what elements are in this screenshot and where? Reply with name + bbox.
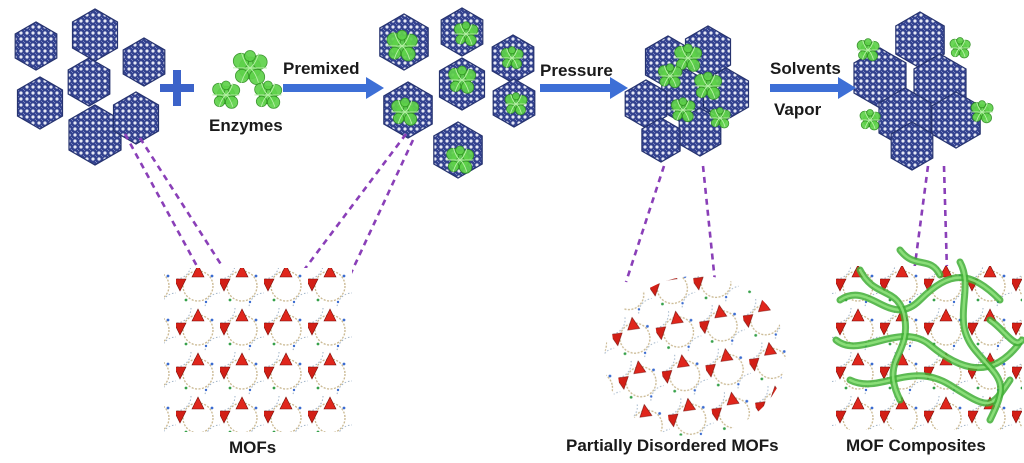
enzyme-clusters bbox=[212, 21, 994, 174]
zoom-dashed-line bbox=[123, 133, 200, 269]
label-vapor: Vapor bbox=[774, 100, 822, 119]
zoom-dashed-line bbox=[624, 165, 666, 283]
enzyme-cluster bbox=[657, 63, 683, 89]
pressure-arrow bbox=[540, 77, 628, 99]
process-arrows bbox=[283, 77, 856, 99]
zoom-dashed-lines bbox=[123, 133, 949, 287]
zoom-dashed-line bbox=[942, 165, 949, 273]
mof-crystals bbox=[14, 7, 981, 179]
enzyme-cluster bbox=[856, 38, 880, 62]
enzyme-cluster bbox=[386, 29, 418, 62]
enzyme-cluster bbox=[500, 46, 524, 70]
mof-crystal bbox=[641, 117, 681, 163]
enzyme-cluster bbox=[448, 65, 477, 94]
label-mof-composites: MOF Composites bbox=[846, 436, 986, 455]
zoom-dashed-line bbox=[138, 137, 224, 267]
zoom-dashed-line bbox=[302, 133, 408, 271]
composite-lattice bbox=[832, 246, 1024, 430]
lattice-structures bbox=[164, 246, 1024, 448]
enzyme-cluster bbox=[254, 80, 283, 109]
enzyme-cluster bbox=[504, 92, 528, 116]
mof-crystal bbox=[112, 91, 160, 145]
mof-crystal bbox=[71, 8, 119, 62]
enzyme-cluster bbox=[694, 71, 723, 100]
enzyme-cluster bbox=[970, 100, 994, 124]
mof-crystal bbox=[67, 57, 111, 107]
zoom-dashed-line bbox=[701, 165, 717, 283]
mof-crystal bbox=[122, 37, 166, 87]
label-enzymes: Enzymes bbox=[209, 116, 283, 135]
mof-lattice bbox=[164, 268, 352, 432]
enzyme-cluster bbox=[674, 43, 703, 72]
enzyme-cluster bbox=[391, 97, 420, 126]
disordered-lattice bbox=[593, 264, 797, 448]
enzyme-cluster bbox=[453, 21, 479, 47]
mof-crystal bbox=[890, 121, 934, 171]
mof-crystal bbox=[895, 11, 945, 69]
zoom-dashed-line bbox=[912, 165, 930, 273]
enzyme-cluster bbox=[212, 80, 241, 109]
enzyme-cluster bbox=[670, 97, 696, 123]
label-premixed: Premixed bbox=[283, 59, 360, 78]
label-pressure: Pressure bbox=[540, 61, 613, 80]
enzyme-cluster bbox=[709, 107, 731, 129]
label-solvents: Solvents bbox=[770, 59, 841, 78]
enzyme-cluster bbox=[232, 50, 268, 86]
mof-crystal bbox=[624, 79, 668, 129]
solvents-vapor-arrow bbox=[770, 77, 856, 99]
mof-crystal bbox=[16, 76, 64, 130]
label-partially-disordered: Partially Disordered MOFs bbox=[566, 436, 779, 455]
zoom-dashed-line bbox=[343, 139, 415, 287]
mof-crystal bbox=[68, 104, 122, 166]
mof-crystal bbox=[14, 21, 58, 71]
enzyme-cluster bbox=[446, 145, 475, 174]
enzyme-cluster bbox=[949, 37, 971, 59]
premixed-arrow bbox=[283, 77, 384, 99]
plus-icon bbox=[160, 70, 194, 106]
enzyme-cluster bbox=[859, 109, 881, 131]
label-mofs: MOFs bbox=[229, 438, 277, 457]
